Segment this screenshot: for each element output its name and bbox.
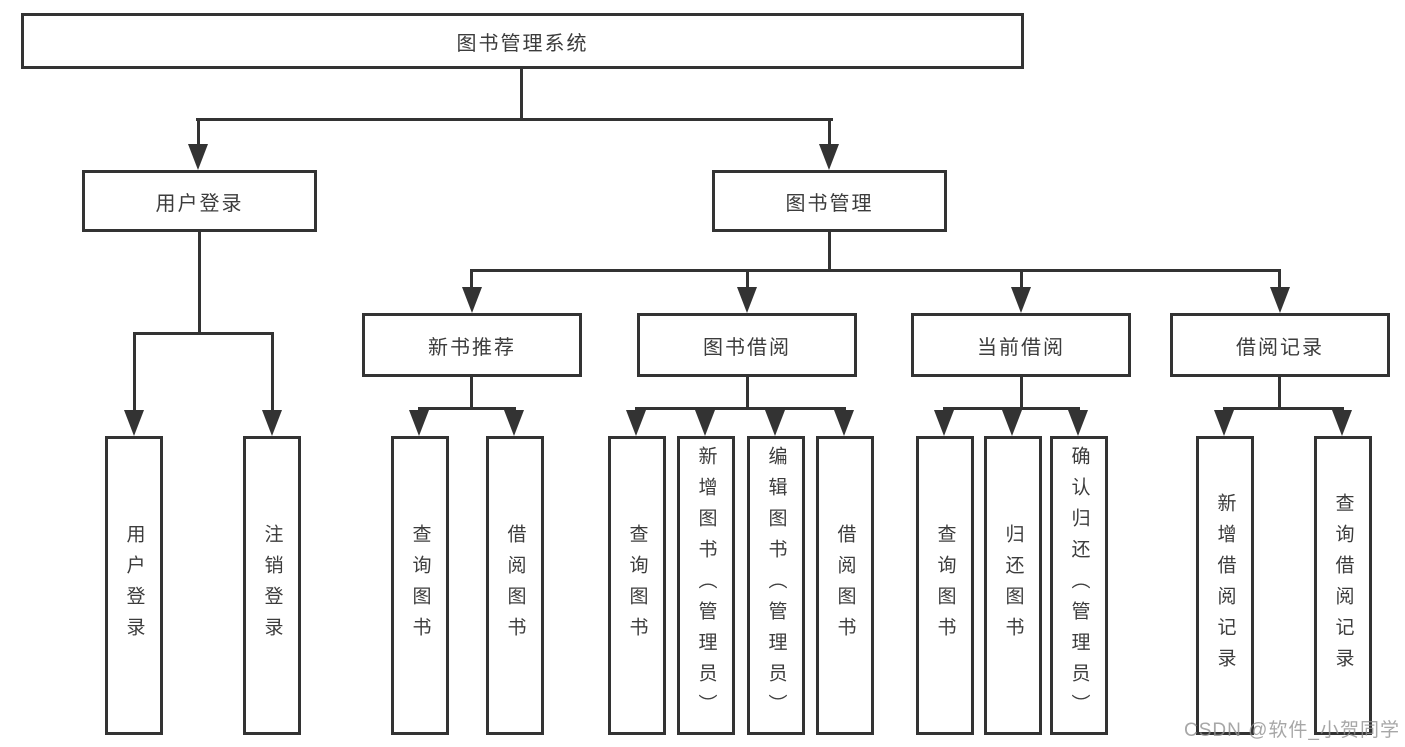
connector-line xyxy=(1278,377,1281,409)
leaf-current-query-books-label: 查询图书 xyxy=(934,523,956,648)
connector-line xyxy=(828,121,831,147)
node-book-management-label: 图书管理 xyxy=(785,192,874,215)
leaf-query-borrow-record: 查询借阅记录 xyxy=(1314,436,1372,735)
node-root: 图书管理系统 xyxy=(21,13,1024,69)
leaf-add-borrow-record-label: 新增借阅记录 xyxy=(1214,492,1236,679)
node-user-login-label: 用户登录 xyxy=(155,192,244,215)
connector-line xyxy=(198,232,201,335)
arrow-down-icon xyxy=(1214,410,1234,436)
connector-line xyxy=(470,377,473,409)
arrow-down-icon xyxy=(1332,410,1352,436)
connector-line xyxy=(271,332,274,412)
arrow-down-icon xyxy=(819,144,839,170)
leaf-borrow-books-label: 借阅图书 xyxy=(834,523,856,648)
leaf-user-login: 用户登录 xyxy=(105,436,163,735)
leaf-borrow-query-books-label: 查询图书 xyxy=(626,523,648,648)
node-user-login: 用户登录 xyxy=(82,170,317,232)
connector-line xyxy=(828,232,831,272)
arrow-down-icon xyxy=(934,410,954,436)
arrow-down-icon xyxy=(124,410,144,436)
arrow-down-icon xyxy=(188,144,208,170)
connector-line xyxy=(1278,269,1281,289)
arrow-down-icon xyxy=(737,287,757,313)
arrow-down-icon xyxy=(462,287,482,313)
arrow-down-icon xyxy=(1011,287,1031,313)
leaf-edit-books-admin-label: 编辑图书（管理员） xyxy=(765,446,787,725)
leaf-borrow-books: 借阅图书 xyxy=(816,436,874,735)
arrow-down-icon xyxy=(765,410,785,436)
leaf-recommend-borrow-books: 借阅图书 xyxy=(486,436,544,735)
leaf-confirm-return-admin: 确认归还（管理员） xyxy=(1050,436,1108,735)
connector-line xyxy=(133,332,136,412)
connector-line xyxy=(746,377,749,409)
node-book-borrow-label: 图书借阅 xyxy=(703,336,791,359)
connector-line xyxy=(1020,377,1023,409)
leaf-query-borrow-record-label: 查询借阅记录 xyxy=(1332,492,1354,679)
arrow-down-icon xyxy=(1270,287,1290,313)
node-new-book-recommend: 新书推荐 xyxy=(362,313,582,377)
leaf-current-query-books: 查询图书 xyxy=(916,436,974,735)
arrow-down-icon xyxy=(695,410,715,436)
node-current-borrow-label: 当前借阅 xyxy=(977,336,1065,359)
connector-line xyxy=(746,269,749,289)
leaf-logout: 注销登录 xyxy=(243,436,301,735)
leaf-add-books-admin: 新增图书（管理员） xyxy=(677,436,735,735)
node-borrow-records: 借阅记录 xyxy=(1170,313,1390,377)
node-book-management: 图书管理 xyxy=(712,170,947,232)
node-root-label: 图书管理系统 xyxy=(456,32,589,55)
leaf-recommend-query-books: 查询图书 xyxy=(391,436,449,735)
arrow-down-icon xyxy=(1068,410,1088,436)
connector-line xyxy=(418,407,516,410)
leaf-add-books-admin-label: 新增图书（管理员） xyxy=(695,446,717,725)
node-borrow-records-label: 借阅记录 xyxy=(1236,336,1324,359)
connector-line xyxy=(943,407,1080,410)
leaf-return-books-label: 归还图书 xyxy=(1002,523,1024,648)
connector-line xyxy=(133,332,274,335)
connector-line xyxy=(1020,269,1023,289)
arrow-down-icon xyxy=(504,410,524,436)
connector-line xyxy=(470,269,1281,272)
connector-line xyxy=(520,69,523,121)
arrow-down-icon xyxy=(626,410,646,436)
leaf-recommend-query-books-label: 查询图书 xyxy=(409,523,431,648)
leaf-borrow-query-books: 查询图书 xyxy=(608,436,666,735)
node-new-book-recommend-label: 新书推荐 xyxy=(428,336,516,359)
arrow-down-icon xyxy=(834,410,854,436)
leaf-logout-label: 注销登录 xyxy=(261,523,283,648)
connector-line xyxy=(1223,407,1344,410)
arrow-down-icon xyxy=(409,410,429,436)
arrow-down-icon xyxy=(262,410,282,436)
leaf-return-books: 归还图书 xyxy=(984,436,1042,735)
leaf-confirm-return-admin-label: 确认归还（管理员） xyxy=(1068,446,1090,725)
node-book-borrow: 图书借阅 xyxy=(637,313,857,377)
connector-line xyxy=(197,121,200,147)
leaf-edit-books-admin: 编辑图书（管理员） xyxy=(747,436,805,735)
connector-line xyxy=(470,269,473,289)
node-current-borrow: 当前借阅 xyxy=(911,313,1131,377)
leaf-add-borrow-record: 新增借阅记录 xyxy=(1196,436,1254,735)
arrow-down-icon xyxy=(1002,410,1022,436)
watermark: CSDN @软件_小贺同学 xyxy=(1184,720,1400,741)
leaf-user-login-label: 用户登录 xyxy=(123,523,145,648)
connector-line xyxy=(635,407,846,410)
connector-line xyxy=(196,118,833,121)
leaf-recommend-borrow-books-label: 借阅图书 xyxy=(504,523,526,648)
